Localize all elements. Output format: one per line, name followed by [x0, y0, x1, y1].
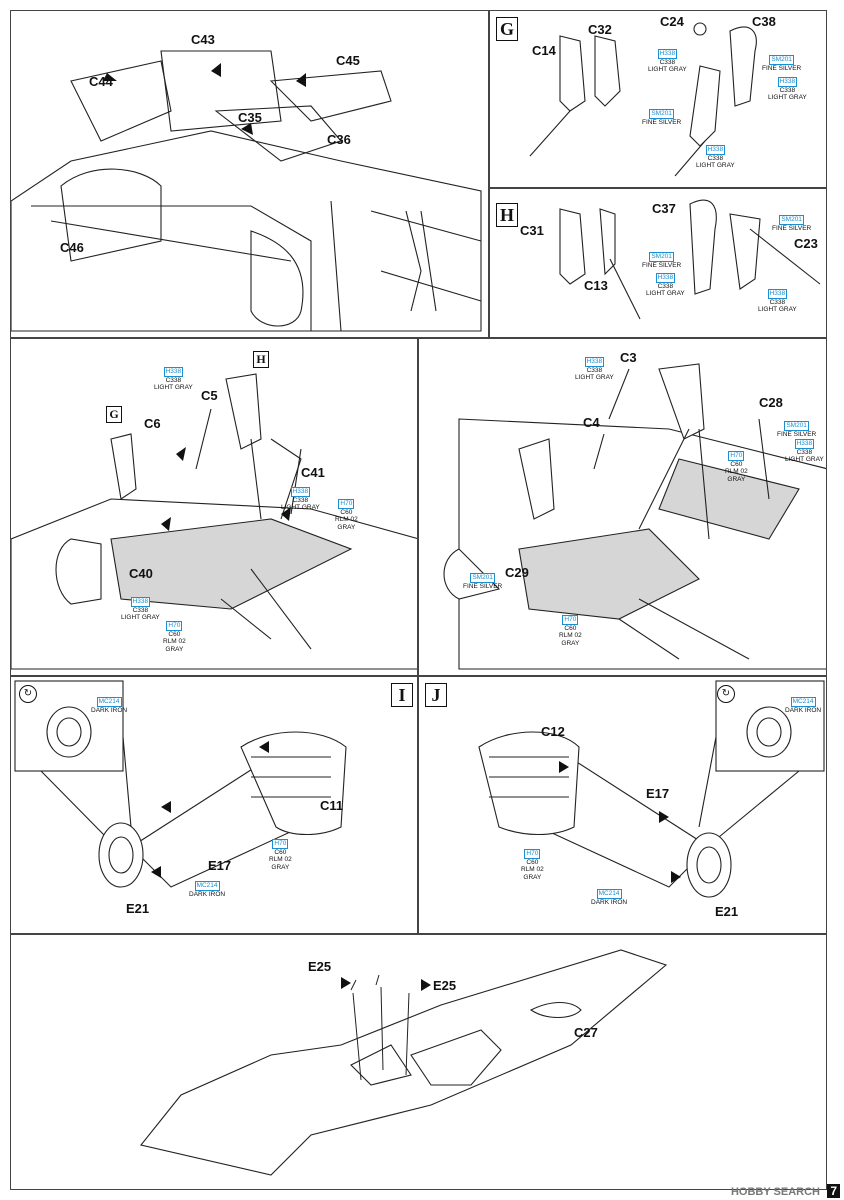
part-label-c40: C40 — [129, 566, 153, 581]
part-label-e17: E17 — [646, 786, 670, 801]
floor-drawing — [140, 949, 668, 1176]
ref-box-g: G — [106, 406, 122, 423]
page-number: 7 — [827, 1184, 840, 1198]
rotate-icon: ↻ — [19, 685, 37, 703]
part-label-c41: C41 — [301, 465, 325, 480]
step-box-h: H — [496, 203, 518, 227]
part-label-e17: E17 — [208, 858, 232, 873]
part-label-c32: C32 — [588, 22, 612, 37]
panel-cockpit-sides: C43 C44 C45 C35 C36 C46 — [10, 10, 489, 338]
exhaust-i-drawing — [14, 680, 347, 888]
part-label-c38: C38 — [752, 14, 776, 29]
part-label-c23: C23 — [794, 236, 818, 251]
fuselage-drawing — [11, 50, 482, 332]
part-label-e21: E21 — [126, 901, 150, 916]
part-label-c24: C24 — [660, 14, 684, 29]
landing-gear-g-drawing — [529, 22, 757, 177]
part-label-c36: C36 — [327, 132, 351, 147]
part-label-e21: E21 — [715, 904, 739, 919]
part-label-c11: C11 — [320, 798, 344, 813]
watermark: HOBBY SEARCH — [730, 1186, 820, 1198]
part-label-c37: C37 — [652, 201, 676, 216]
step-box-i: I — [391, 683, 413, 707]
part-label-c46: C46 — [60, 240, 84, 255]
part-label-c27: C27 — [574, 1025, 598, 1040]
part-label-c28: C28 — [759, 395, 783, 410]
part-label-c45: C45 — [336, 53, 360, 68]
part-label-c5: C5 — [201, 388, 218, 403]
part-label-c14: C14 — [532, 43, 556, 58]
part-label-c12: C12 — [541, 724, 565, 739]
part-label-e25: E25 — [308, 959, 332, 974]
part-label-c29: C29 — [505, 565, 529, 580]
part-label-c31: C31 — [520, 223, 544, 238]
part-label-c43: C43 — [191, 32, 215, 47]
gear-bay-left-drawing — [11, 373, 417, 670]
part-label-e25-second: E25 — [433, 978, 457, 993]
part-label-c13: C13 — [584, 278, 608, 293]
exhaust-j-drawing — [478, 680, 825, 898]
step-box-j: J — [425, 683, 447, 707]
panel-floor: E25 E25 C27 — [10, 934, 827, 1190]
gear-bay-right-drawing — [443, 363, 826, 670]
page-footer: HOBBY SEARCH 7 — [731, 1184, 840, 1198]
landing-gear-h-drawing — [559, 199, 821, 320]
ref-box-h: H — [253, 351, 269, 368]
part-label-c44: C44 — [89, 74, 113, 89]
step-box-g: G — [496, 17, 518, 41]
part-label-c35: C35 — [238, 110, 262, 125]
rotate-icon: ↻ — [717, 685, 735, 703]
part-label-c3: C3 — [620, 350, 637, 365]
part-label-c6: C6 — [144, 416, 161, 431]
part-label-c4: C4 — [583, 415, 600, 430]
